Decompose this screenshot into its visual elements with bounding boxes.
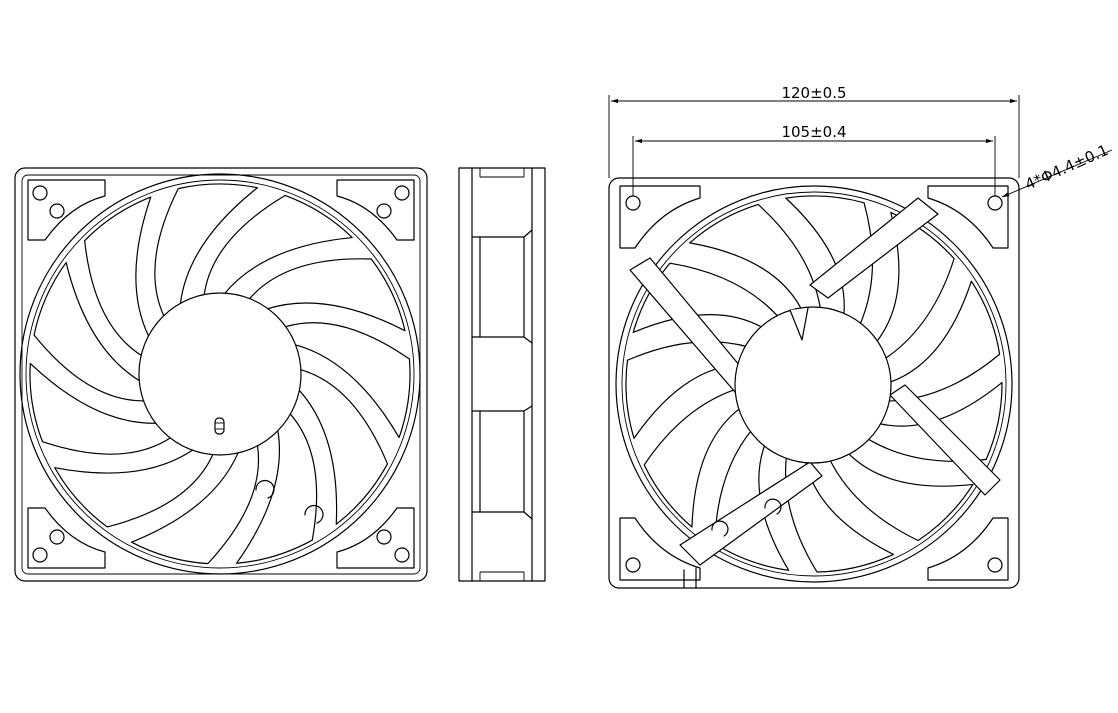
mount-hole xyxy=(394,547,410,563)
blade xyxy=(784,455,894,573)
impeller-blades xyxy=(625,195,1003,573)
mount-hole xyxy=(376,529,392,545)
blade xyxy=(297,368,389,525)
corner-pad-tr xyxy=(927,185,1009,249)
hub xyxy=(138,292,302,456)
impeller-blades xyxy=(29,183,411,565)
dim-hole-spacing-label: 105±0.4 xyxy=(781,123,846,141)
balance-clip xyxy=(711,520,729,537)
hub-label-mark xyxy=(214,417,225,435)
mount-hole xyxy=(625,557,641,573)
venturi-ring-inner xyxy=(25,179,415,569)
blade xyxy=(248,258,406,332)
blade xyxy=(235,412,318,564)
corner-pad-br xyxy=(927,517,1009,581)
blade xyxy=(154,183,259,318)
blade xyxy=(33,261,146,402)
corner-pad-bl xyxy=(27,507,106,569)
side-frame xyxy=(458,167,546,582)
blade xyxy=(876,211,955,359)
mount-hole xyxy=(394,185,410,201)
mount-hole xyxy=(987,195,1003,211)
side-view xyxy=(458,167,546,582)
hub xyxy=(734,306,892,464)
mount-hole xyxy=(987,557,1003,573)
blade xyxy=(689,203,821,309)
blade xyxy=(54,448,214,528)
blade xyxy=(84,196,152,357)
back-view xyxy=(608,177,1020,589)
dim-hole-callout: 4*Φ4.4±0.1 xyxy=(1022,141,1111,194)
frame-outer xyxy=(14,167,428,582)
blade xyxy=(785,195,874,324)
mount-hole xyxy=(625,195,641,211)
balance-clip xyxy=(764,498,782,515)
dimensions: 120±0.5 105±0.4 4*Φ4.4±0.1 xyxy=(608,84,1113,198)
blade xyxy=(643,388,742,528)
venturi-ring-inner xyxy=(621,191,1007,577)
blade-profile xyxy=(471,336,533,344)
blade xyxy=(203,194,353,297)
blade xyxy=(888,280,1001,402)
balance-clip xyxy=(255,479,275,499)
leader-line xyxy=(1001,149,1113,198)
corner-pad-bl xyxy=(619,517,701,581)
blade-profile xyxy=(471,229,533,238)
cable-exit xyxy=(683,567,697,589)
blade-profile xyxy=(471,405,533,412)
strut-upper xyxy=(809,197,939,299)
strut-left xyxy=(629,257,746,393)
corner-pad-br xyxy=(336,507,415,569)
corner-pad-tl xyxy=(27,179,106,241)
strut-lower xyxy=(889,384,1001,496)
front-view xyxy=(14,167,428,582)
blade xyxy=(130,444,260,565)
blade xyxy=(714,428,790,571)
blade xyxy=(829,452,974,542)
dim-overall-label: 120±0.5 xyxy=(781,84,846,102)
blade xyxy=(284,322,411,439)
strut-bottom xyxy=(679,461,823,566)
mount-hole xyxy=(32,185,48,201)
corner-pad-tr xyxy=(336,179,415,241)
mount-hole xyxy=(49,203,65,219)
balance-clip xyxy=(304,504,324,524)
hub-notch xyxy=(789,307,809,341)
mount-hole xyxy=(32,547,48,563)
corner-pad-tl xyxy=(619,185,701,249)
frame-outer xyxy=(608,177,1020,589)
venturi-ring-outer xyxy=(19,173,421,575)
blade-profile xyxy=(471,511,533,520)
blade xyxy=(632,262,779,334)
mount-hole xyxy=(49,529,65,545)
venturi-ring-outer xyxy=(615,185,1013,583)
blade xyxy=(29,362,172,455)
mount-hole xyxy=(376,203,392,219)
